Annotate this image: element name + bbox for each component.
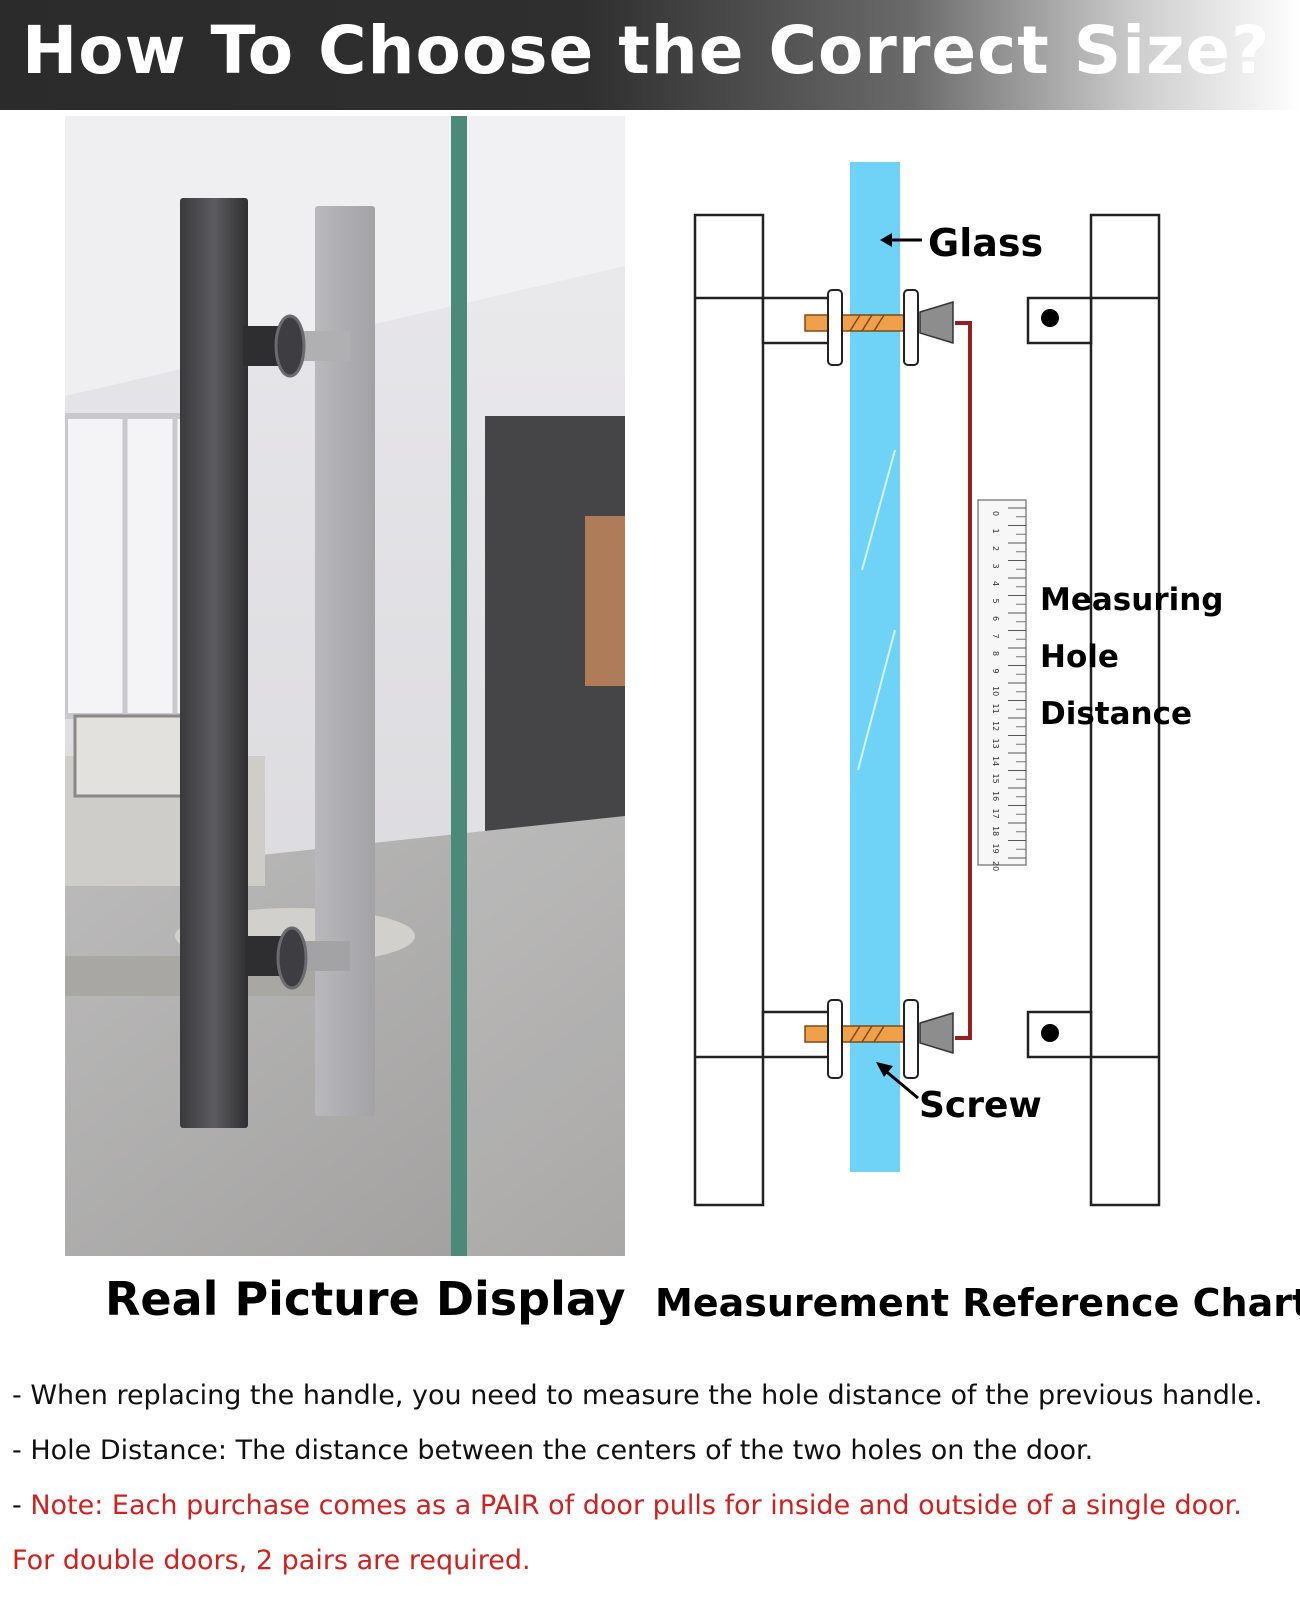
measuring-label: Measuring xyxy=(1040,582,1224,618)
hole-label: Hole xyxy=(1040,639,1119,675)
ruler-number: 5 xyxy=(991,599,1000,604)
note-replacing: - When replacing the handle, you need to… xyxy=(12,1380,1263,1411)
left-handle-outline xyxy=(693,213,765,1207)
ruler-number: 15 xyxy=(991,774,1000,784)
notes: - When replacing the handle, you need to… xyxy=(12,1368,1292,1588)
distance-label: Distance xyxy=(1040,696,1192,732)
right-handle-outline xyxy=(1089,213,1161,1207)
ruler-number: 1 xyxy=(991,529,1000,534)
note-pair-prefix: - xyxy=(12,1490,31,1521)
title-banner: How To Choose the Correct Size? xyxy=(0,0,1300,110)
ruler-number: 0 xyxy=(991,511,1000,516)
real-picture-display xyxy=(65,116,625,1256)
ruler-number: 9 xyxy=(991,669,1000,674)
ruler-number: 3 xyxy=(991,564,1000,569)
bottom-screw-assembly xyxy=(804,999,954,1079)
ruler-number: 13 xyxy=(991,739,1000,749)
ruler-number: 11 xyxy=(991,704,1000,714)
note-pair: - Note: Each purchase comes as a PAIR of… xyxy=(12,1478,1292,1533)
glass-pane xyxy=(850,162,900,1172)
note-hole-distance: - Hole Distance: The distance between th… xyxy=(12,1435,1094,1466)
ruler-number: 4 xyxy=(991,581,1000,586)
glass-label: Glass xyxy=(928,221,1043,265)
page-title: How To Choose the Correct Size? xyxy=(22,12,1271,89)
ruler-number: 17 xyxy=(991,809,1000,819)
hole-distance-line xyxy=(955,321,972,1040)
ruler-number: 19 xyxy=(991,844,1000,854)
ruler-number: 10 xyxy=(991,686,1000,696)
measurement-chart-caption: Measurement Reference Chart xyxy=(655,1281,1300,1325)
ruler-number: 12 xyxy=(991,721,1000,731)
ruler-number: 2 xyxy=(991,546,1000,551)
note-pair-text: Note: Each purchase comes as a PAIR of d… xyxy=(30,1490,1242,1521)
ruler-number: 16 xyxy=(991,791,1000,801)
top-screw-assembly xyxy=(804,289,954,366)
ruler-number: 7 xyxy=(991,634,1000,639)
ruler-number: 20 xyxy=(991,861,1000,871)
ruler-number: 18 xyxy=(991,826,1000,836)
real-picture-caption: Real Picture Display xyxy=(105,1272,626,1326)
note-double-doors: For double doors, 2 pairs are required. xyxy=(12,1545,531,1576)
screw-label: Screw xyxy=(919,1085,1042,1126)
ruler-number: 14 xyxy=(991,756,1000,766)
ruler-number: 8 xyxy=(991,651,1000,656)
ruler-number: 6 xyxy=(991,616,1000,621)
